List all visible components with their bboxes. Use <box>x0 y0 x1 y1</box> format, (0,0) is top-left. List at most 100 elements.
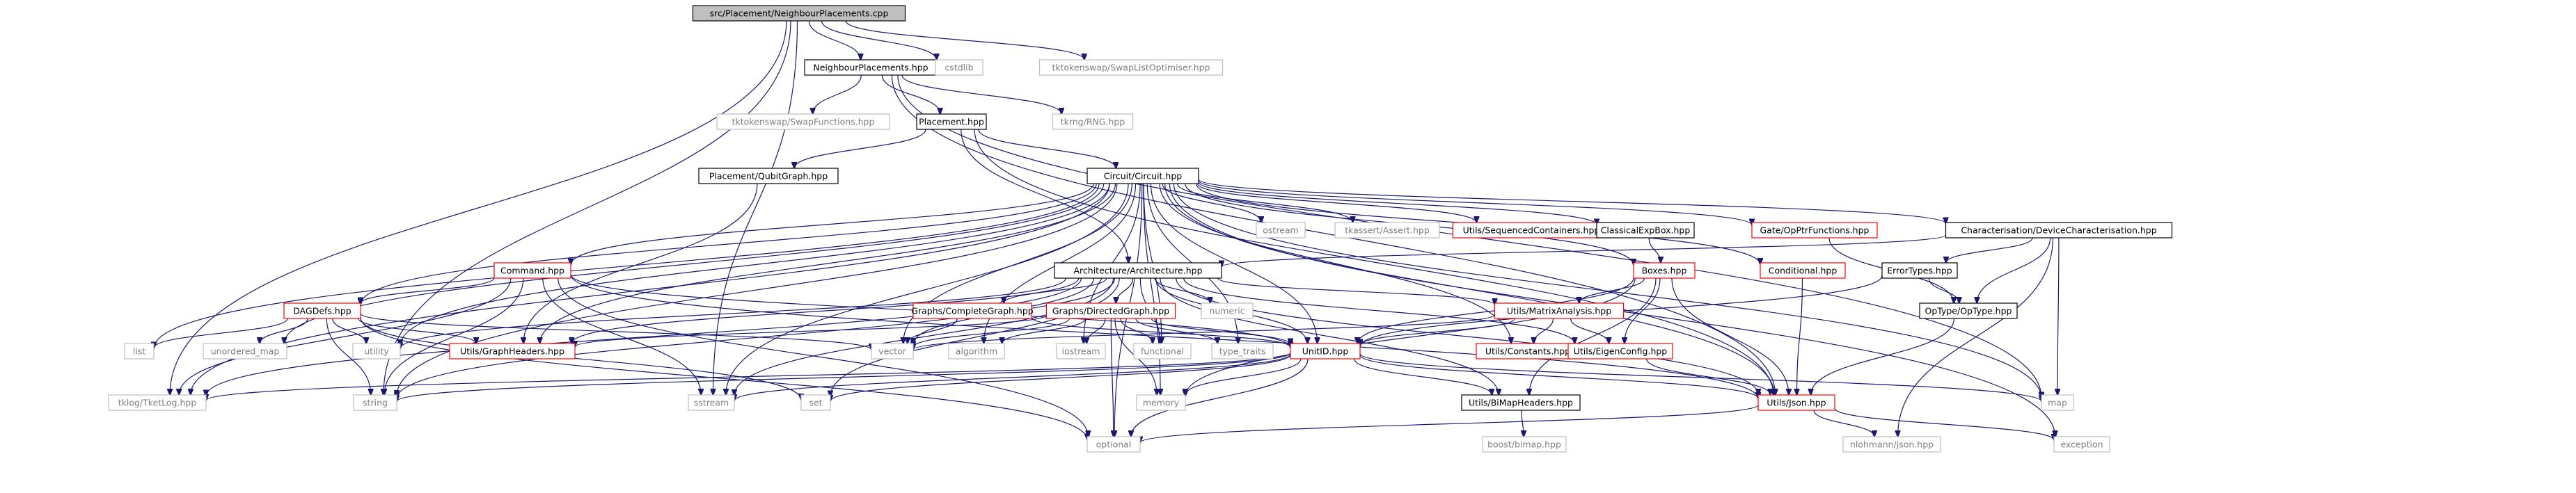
node-tklog: tklog/TketLog.hpp <box>108 394 207 411</box>
node-label: sstream <box>694 398 729 408</box>
node-optype[interactable]: OpType/OpType.hpp <box>1919 302 2018 319</box>
node-label: ErrorTypes.hpp <box>1887 266 1952 276</box>
node-box <box>916 113 987 130</box>
node-functional: functional <box>1133 343 1192 359</box>
node-box <box>1760 262 1846 279</box>
node-box <box>1945 222 2173 239</box>
node-circuit[interactable]: Circuit/Circuit.hpp <box>1086 168 1199 184</box>
node-box <box>935 59 983 76</box>
node-qubitgraph[interactable]: Placement/QubitGraph.hpp <box>698 168 839 184</box>
edge-unitid-to-optional <box>1131 358 1309 437</box>
node-type_traits: type_traits <box>1211 343 1274 359</box>
node-box <box>1596 222 1695 239</box>
node-box <box>1461 394 1581 411</box>
node-label: vector <box>878 346 907 357</box>
node-vector: vector <box>871 343 914 359</box>
edge-directedgraph-to-optional <box>1110 318 1114 437</box>
node-errortypes[interactable]: ErrorTypes.hpp <box>1881 262 1958 279</box>
node-boxes[interactable]: Boxes.hpp <box>1633 262 1696 279</box>
node-box <box>1482 436 1567 453</box>
node-opptr[interactable]: Gate/OpPtrFunctions.hpp <box>1751 222 1878 239</box>
edge-arch-to-bimap <box>1160 277 1499 395</box>
edge-circuit-to-opptr <box>1198 179 1752 225</box>
edge-directedgraph-to-iostream <box>1086 318 1106 344</box>
node-sstream: sstream <box>688 394 735 411</box>
node-nph[interactable]: NeighbourPlacements.hpp <box>804 59 938 76</box>
node-label: Characterisation/DeviceCharacterisation.… <box>1961 225 2156 236</box>
node-label: Graphs/DirectedGraph.hpp <box>1052 306 1169 316</box>
node-label: Circuit/Circuit.hpp <box>1104 171 1183 181</box>
node-label: Gate/OpPtrFunctions.hpp <box>1760 225 1870 236</box>
edge-bimap-to-boostbimap <box>1522 410 1524 437</box>
edge-matrix-to-constants <box>1534 318 1554 344</box>
node-label: Utils/GraphHeaders.hpp <box>460 346 564 357</box>
edge-circuit-to-list <box>154 183 1100 348</box>
edge-root-to-nph <box>808 20 861 60</box>
node-label: Utils/SequencedContainers.hpp <box>1463 225 1600 236</box>
node-arch[interactable]: Architecture/Architecture.hpp <box>1054 262 1222 279</box>
edge-dagdefs-to-graphheaders <box>358 318 476 344</box>
node-conditional[interactable]: Conditional.hpp <box>1760 262 1846 279</box>
edge-command-to-string <box>384 277 524 395</box>
node-label: DAGDefs.hpp <box>293 306 351 316</box>
edge-arch-to-string <box>397 277 1095 399</box>
node-devchar[interactable]: Characterisation/DeviceCharacterisation.… <box>1945 222 2173 239</box>
node-box <box>1633 262 1696 279</box>
edge-directedgraph-to-functional <box>1120 318 1153 344</box>
node-box <box>1751 222 1878 239</box>
edge-arch-to-tklog <box>206 277 1082 396</box>
node-box <box>1211 343 1274 359</box>
edge-devchar-to-errortypes <box>1946 237 2033 263</box>
node-box <box>1842 436 1941 453</box>
edge-dagdefs-to-unordered_map <box>260 318 308 344</box>
node-box <box>1086 436 1141 453</box>
node-command[interactable]: Command.hpp <box>493 262 571 279</box>
node-set: set <box>800 394 831 411</box>
node-graphheaders[interactable]: Utils/GraphHeaders.hpp <box>449 343 576 359</box>
edge-circuit-to-ostream <box>1162 183 1261 223</box>
node-box <box>124 343 155 359</box>
edge-root-to-swaplistopt <box>845 20 1084 60</box>
node-seqcont[interactable]: Utils/SequencedContainers.hpp <box>1452 222 1611 239</box>
edge-arch-to-utility <box>400 277 1066 348</box>
edge-placement-to-qubitgraph <box>794 129 926 168</box>
node-constants[interactable]: Utils/Constants.hpp <box>1476 343 1580 359</box>
node-box <box>1494 302 1625 319</box>
edge-root-to-string <box>384 20 791 395</box>
node-box <box>1086 168 1199 184</box>
node-dagdefs[interactable]: DAGDefs.hpp <box>283 302 361 319</box>
node-unitid[interactable]: UnitID.hpp <box>1290 343 1361 359</box>
edge-arch-to-matrix <box>1217 277 1495 305</box>
node-placement[interactable]: Placement.hpp <box>916 113 987 130</box>
node-label: utility <box>364 346 389 357</box>
edge-circuit-to-graphheaders <box>540 183 1116 344</box>
node-directedgraph[interactable]: Graphs/DirectedGraph.hpp <box>1045 302 1176 319</box>
node-map: map <box>2041 394 2074 411</box>
edge-arch-to-sstream <box>734 277 1114 396</box>
node-box <box>1334 222 1440 239</box>
edge-command-to-tklog <box>179 277 512 395</box>
edge-circuit-to-classexp <box>1198 181 1597 225</box>
node-label: Boxes.hpp <box>1642 266 1687 276</box>
node-swaplistopt: tktokenswap/SwapListOptimiser.hpp <box>1038 59 1224 76</box>
edge-unitid-to-bimap <box>1354 358 1492 395</box>
node-classexp[interactable]: ClassicalExpBox.hpp <box>1596 222 1695 239</box>
node-label: ClassicalExpBox.hpp <box>1601 225 1691 236</box>
edge-circuit-to-command <box>571 183 1094 264</box>
edge-circuit-to-tkassert <box>1176 183 1353 223</box>
edge-root-to-tklog <box>170 20 787 395</box>
edge-arch-to-completegraph <box>1004 277 1107 303</box>
node-label: ostream <box>1263 225 1298 236</box>
node-json[interactable]: Utils/Json.hpp <box>1757 394 1835 411</box>
node-matrix[interactable]: Utils/MatrixAnalysis.hpp <box>1494 302 1625 319</box>
node-eigenconfig[interactable]: Utils/EigenConfig.hpp <box>1567 343 1673 359</box>
node-label: optional <box>1096 439 1132 450</box>
node-label: tktokenswap/SwapFunctions.hpp <box>732 117 875 127</box>
node-memory: memory <box>1136 394 1186 411</box>
edge-nph-to-json <box>891 74 1775 395</box>
node-box <box>1045 302 1176 319</box>
node-completegraph[interactable]: Graphs/CompleteGraph.hpp <box>911 302 1034 319</box>
node-bimap[interactable]: Utils/BiMapHeaders.hpp <box>1461 394 1581 411</box>
edge-devchar-to-arch <box>1222 234 1947 267</box>
edge-dagdefs-to-set <box>360 318 801 400</box>
